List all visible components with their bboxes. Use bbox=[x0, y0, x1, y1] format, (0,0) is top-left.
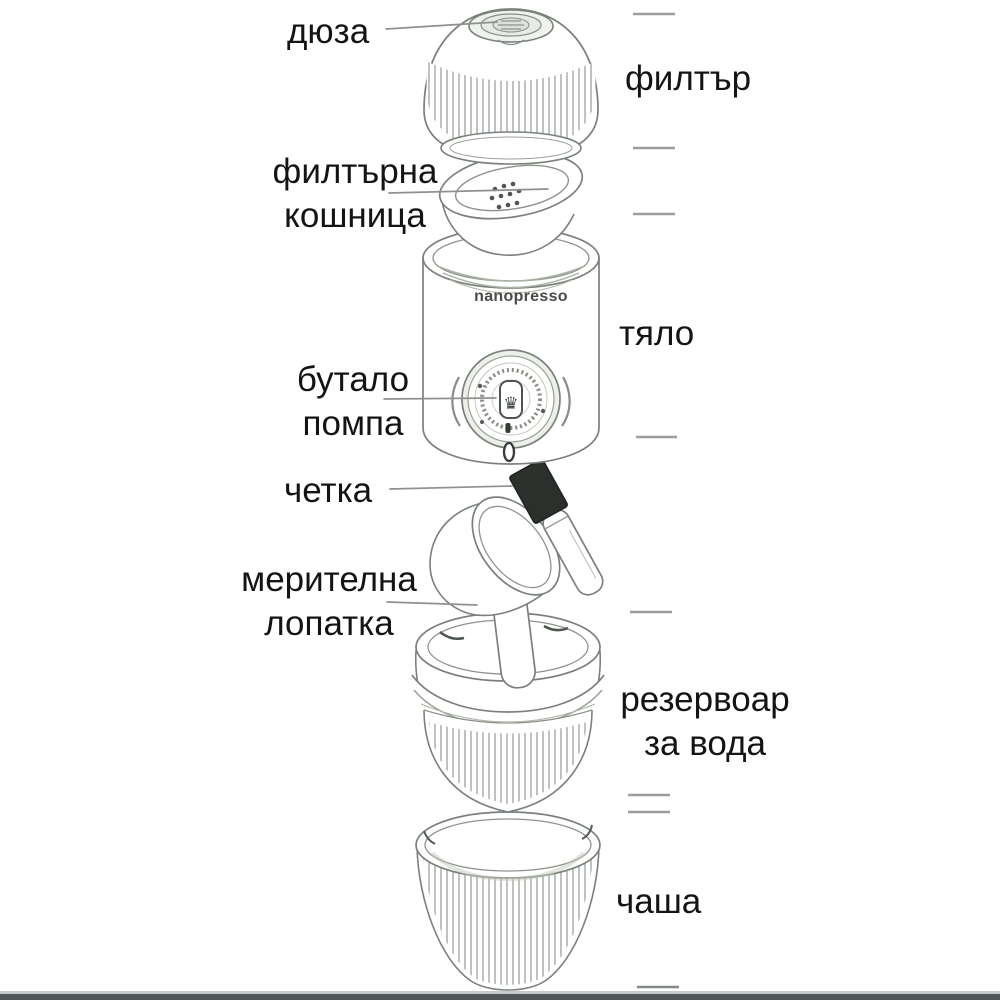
brush-part bbox=[509, 458, 604, 596]
pump-dial: ♛ bbox=[461, 349, 561, 449]
measuring-scoop-label: мерителна лопатка bbox=[241, 560, 417, 643]
filter-label: филтър bbox=[625, 59, 752, 98]
nozzle-part bbox=[468, 9, 554, 46]
nozzle-leader-line bbox=[385, 21, 498, 30]
piston-pump-leader-line bbox=[383, 397, 497, 400]
body-label: тяло bbox=[619, 314, 695, 353]
filter-basket-part bbox=[438, 152, 584, 256]
tick-marks bbox=[628, 12, 679, 989]
piston-pump-label: бутало помпа bbox=[296, 360, 410, 443]
scoop-leader-line bbox=[386, 601, 478, 606]
filter-basket-leader-line bbox=[388, 188, 549, 194]
brush-leader-line bbox=[389, 485, 513, 490]
cup-part bbox=[415, 811, 601, 991]
water-reservoir-label: резервоар за вода bbox=[620, 680, 790, 763]
nozzle-label: дюза bbox=[287, 12, 370, 51]
leader-lines bbox=[383, 21, 549, 606]
bottom-bar bbox=[0, 991, 1000, 1000]
brush-head bbox=[509, 458, 568, 524]
pump-crown-icon: ♛ bbox=[503, 394, 518, 414]
filter-cap-part bbox=[423, 8, 599, 165]
brush-label: четка bbox=[284, 471, 373, 510]
cup-label: чаша bbox=[616, 882, 702, 921]
filter-basket-label: филтърна кошница bbox=[272, 152, 438, 235]
body-zero-mark bbox=[502, 441, 516, 463]
brand-logo-text: nanopresso bbox=[474, 288, 568, 305]
